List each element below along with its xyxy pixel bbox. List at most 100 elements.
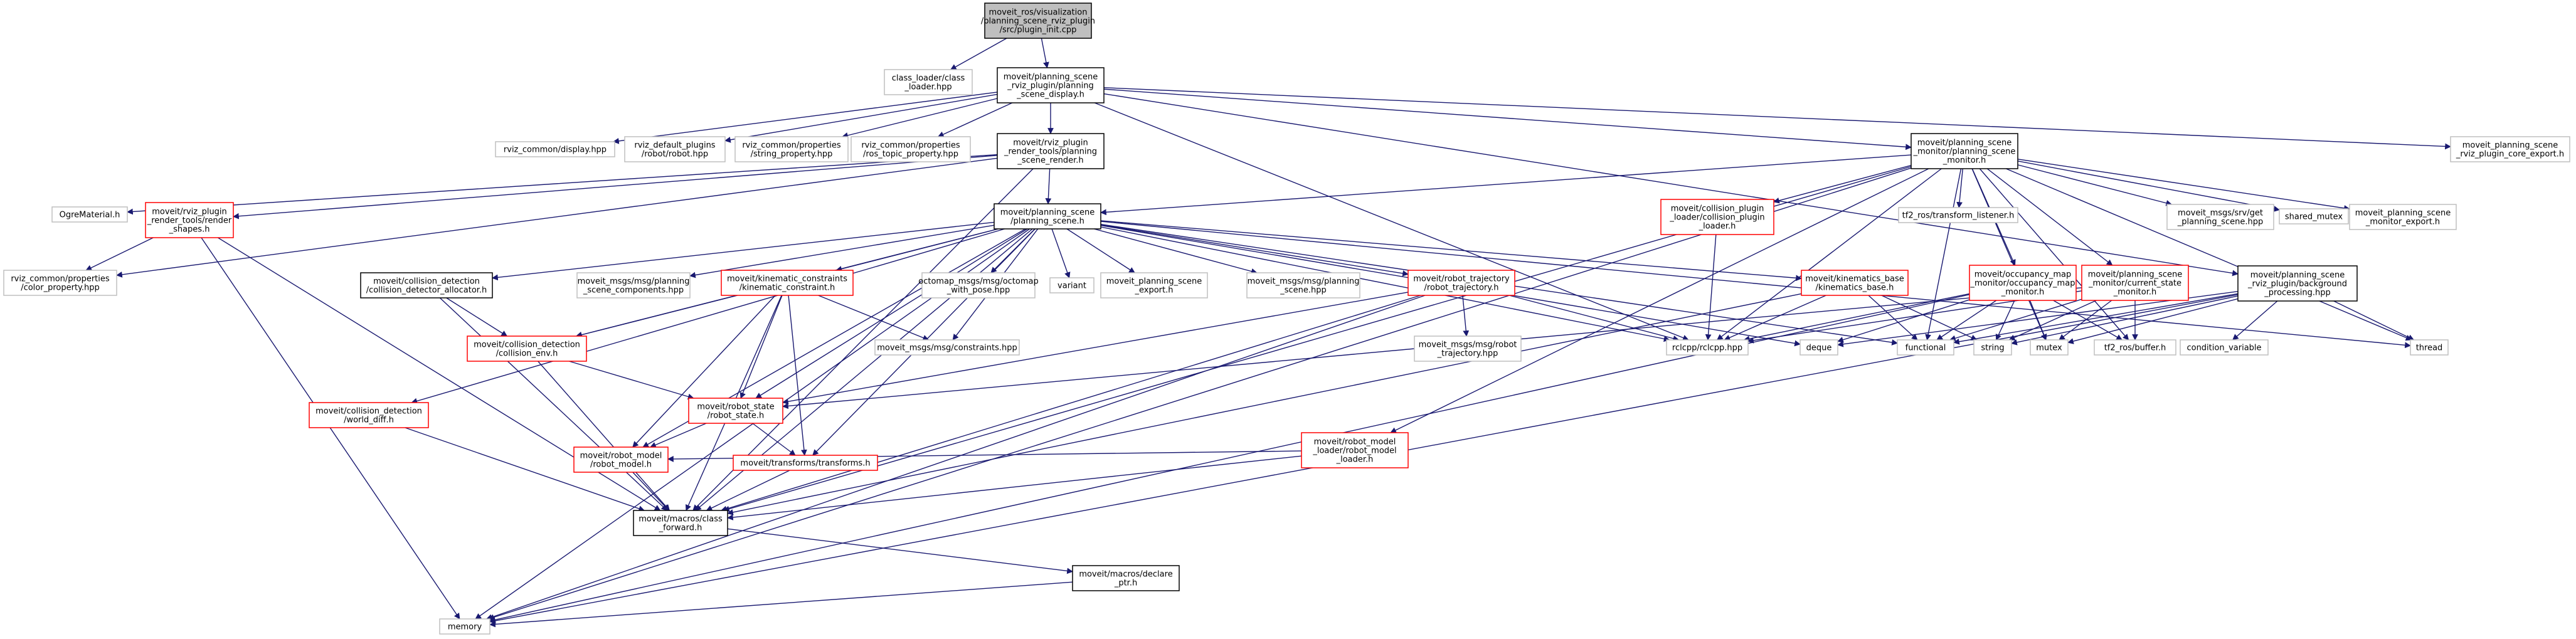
graph-node[interactable]: moveit/macros/class_forward.h (633, 510, 728, 536)
graph-node-label: _loader/robot_model (1312, 446, 1396, 456)
graph-node: thread (2410, 339, 2449, 356)
graph-node-label: _monitor/planning_scene (1913, 147, 2016, 157)
graph-node[interactable]: moveit/rviz_plugin_render_tools/render_s… (145, 202, 234, 238)
graph-node-label: moveit_planning_scene (2355, 209, 2451, 218)
dependency-edge (1045, 168, 1052, 204)
graph-node[interactable]: moveit/planning_scene_rviz_plugin/backgr… (2237, 265, 2358, 302)
graph-node: moveit_msgs/srv/get_planning_scene.hpp (2166, 204, 2274, 230)
graph-node-label: _scene_display.h (1016, 90, 1084, 100)
graph-node-box (734, 136, 849, 162)
graph-node[interactable]: moveit/robot_state/robot_state.h (688, 398, 783, 424)
graph-node-label: moveit_msgs/msg/robot (1419, 341, 1517, 350)
graph-node-label: moveit/kinematics_base (1805, 275, 1904, 284)
dependency-edge (752, 423, 796, 456)
graph-node-label: _monitor_export.h (2365, 218, 2440, 227)
graph-node: deque (1799, 339, 1838, 356)
dependency-edge (1462, 295, 1470, 337)
dependency-edge (1986, 168, 2113, 266)
graph-node: moveit_msgs/msg/robot_trajectory.hpp (1414, 335, 1522, 362)
graph-node[interactable]: moveit/planning_scene_rviz_plugin/planni… (997, 67, 1105, 103)
graph-node[interactable]: moveit/collision_detection/world_diff.h (309, 402, 429, 428)
graph-node-label: rviz_default_plugins (634, 141, 715, 151)
dependency-edge (727, 293, 1802, 515)
dependency-edge (1773, 164, 1912, 204)
graph-node-box (1973, 339, 2012, 356)
graph-node-box (851, 136, 971, 162)
graph-node-box (309, 402, 429, 428)
dependency-edge (739, 295, 783, 399)
graph-node-box (51, 206, 128, 223)
graph-node[interactable]: moveit/occupancy_map_monitor/occupancy_m… (1969, 265, 2077, 301)
graph-node-label: rviz_common/properties (861, 141, 960, 151)
graph-node-box (994, 203, 1101, 230)
graph-node-label: moveit_msgs/msg/planning (1248, 277, 1360, 287)
graph-node[interactable]: moveit/rviz_plugin_render_tools/planning… (997, 133, 1105, 169)
graph-node-label: shared_mutex (2285, 213, 2343, 222)
graph-node: OgreMaterial.h (51, 206, 128, 223)
dependency-edge (721, 295, 1421, 512)
graph-node-box (1100, 272, 1208, 298)
graph-node[interactable]: moveit/planning_scene_monitor/current_st… (2081, 265, 2189, 301)
graph-node[interactable]: moveit/collision_detection/collision_env… (467, 335, 587, 362)
graph-node-label: rclcpp/rclcpp.hpp (1672, 344, 1742, 353)
graph-node-label: /collision_detector_allocator.h (366, 286, 487, 295)
graph-node-box (721, 270, 854, 296)
graph-node[interactable]: moveit/collision_plugin_loader/collision… (1660, 199, 1774, 235)
graph-node[interactable]: moveit/planning_scene_monitor/planning_s… (1911, 133, 2018, 169)
graph-node: rclcpp/rclcpp.hpp (1666, 339, 1749, 356)
graph-node-label: moveit/rviz_plugin (1013, 139, 1088, 148)
dependency-edge (632, 472, 669, 511)
dependency-edge (1956, 168, 1963, 208)
graph-node-label: moveit/robot_model (1314, 438, 1396, 447)
graph-node[interactable]: moveit/transforms/transforms.h (733, 455, 878, 471)
graph-node-label: moveit/kinematic_constraints (727, 275, 847, 284)
graph-node-label: _loader.hpp (904, 83, 951, 92)
graph-node-label: _trajectory.hpp (1437, 349, 1498, 359)
graph-node-label: /kinematic_constraint.h (739, 283, 835, 293)
graph-node-box (997, 67, 1105, 103)
graph-node-box (1072, 565, 1180, 591)
graph-node-label: functional (1905, 344, 1946, 353)
graph-node: octomap_msgs/msg/octomap_with_pose.hpp (918, 272, 1039, 298)
dependency-edge (1953, 293, 2239, 345)
graph-node: memory (439, 618, 490, 635)
graph-node-label: _loader.h (1336, 455, 1374, 465)
dependency-edge (411, 228, 1005, 404)
dependency-edge (492, 221, 995, 281)
dependency-edge (2029, 300, 2047, 341)
graph-node-box (997, 133, 1105, 169)
graph-node-box (1911, 133, 2018, 169)
graph-node-box (1049, 277, 1095, 293)
graph-node-label: /robot/robot.hpp (642, 150, 708, 159)
graph-node[interactable]: moveit/robot_model_loader/robot_model_lo… (1301, 432, 1409, 468)
dependency-edges (85, 38, 2451, 628)
graph-node[interactable]: moveit/planning_scene/planning_scene.h (994, 203, 1101, 230)
graph-node-box (2349, 204, 2457, 230)
graph-node[interactable]: moveit/kinematics_base/kinematics_base.h (1801, 270, 1909, 296)
dependency-edge (782, 292, 1409, 405)
graph-node[interactable]: moveit/kinematic_constraints/kinematic_c… (721, 270, 854, 296)
graph-node[interactable]: moveit/collision_detection/collision_det… (360, 272, 493, 298)
graph-node[interactable]: moveit/robot_model/robot_model.h (573, 446, 669, 473)
graph-node-label: /src/plugin_init.cpp (1000, 26, 1077, 35)
graph-node-label: moveit_msgs/srv/get (2178, 209, 2263, 218)
graph-node-box (2094, 339, 2176, 356)
dependency-edge (650, 423, 707, 448)
dependency-edge (1103, 93, 2239, 277)
dependency-edge (1936, 300, 1997, 341)
dependency-edge (1100, 154, 1912, 216)
graph-node: rviz_common/display.hpp (495, 141, 615, 157)
dependency-edge (727, 455, 1302, 520)
graph-node-label: OgreMaterial.h (60, 211, 120, 220)
graph-node: functional (1897, 339, 1954, 356)
graph-node-box (2030, 339, 2069, 356)
graph-node: moveit_planning_scene_rviz_plugin_core_e… (2450, 136, 2570, 162)
graph-node-label: /kinematics_base.h (1816, 283, 1894, 293)
dependency-edge (2053, 300, 2123, 341)
graph-node[interactable]: moveit/macros/declare_ptr.h (1072, 565, 1180, 591)
graph-node[interactable]: moveit_ros/visualization/planning_scene_… (981, 3, 1095, 39)
graph-node-label: /robot_state.h (708, 411, 765, 421)
dependency-edge (1103, 88, 1912, 151)
dependency-edge (2017, 159, 2350, 211)
graph-node[interactable]: moveit/robot_trajectory/robot_trajectory… (1407, 270, 1515, 296)
